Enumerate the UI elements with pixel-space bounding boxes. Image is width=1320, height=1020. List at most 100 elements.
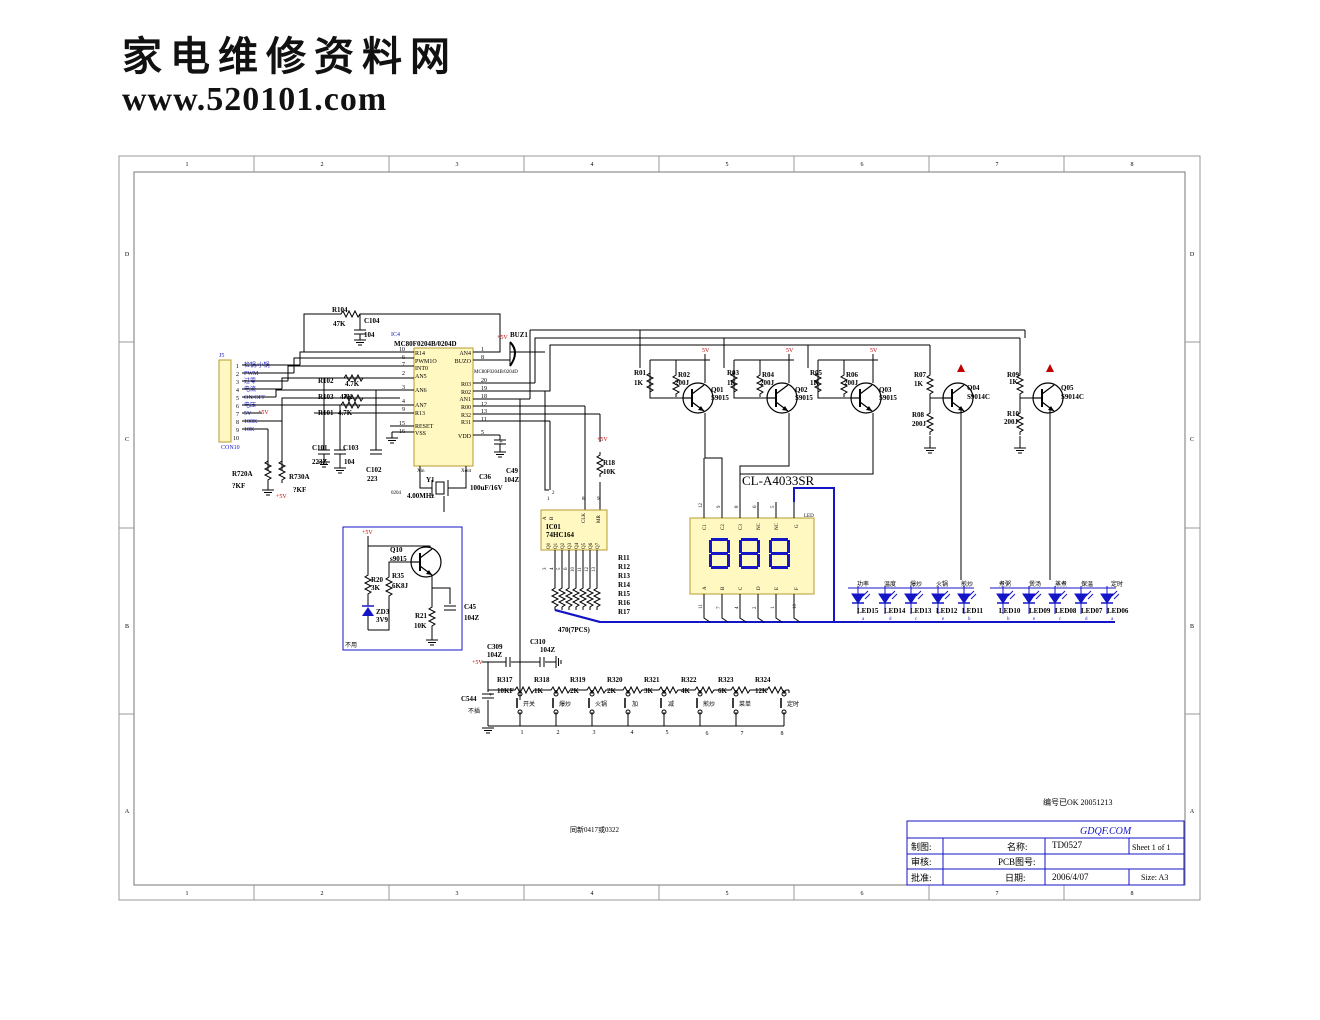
r720a-ref: R720A bbox=[232, 470, 253, 478]
ic01-part: 74HC164 bbox=[546, 531, 575, 539]
r21-ref: R21 bbox=[415, 612, 428, 620]
vcc-label: +5V bbox=[258, 410, 269, 416]
mcu-pin-name: R00 bbox=[461, 405, 471, 411]
r07-val: 1K bbox=[914, 380, 924, 388]
vcc-label: +5V bbox=[497, 335, 508, 341]
r20-ref: R20 bbox=[371, 576, 384, 584]
drawn-label: 制图: bbox=[911, 841, 932, 852]
key-res-val: 10KF bbox=[497, 687, 514, 695]
key-res-val: 4K bbox=[681, 687, 691, 695]
vcc-label: +5V bbox=[362, 530, 373, 536]
c36-ref: C36 bbox=[479, 473, 492, 481]
r103-ref: R103 bbox=[318, 393, 334, 401]
col-label: 6 bbox=[861, 162, 864, 168]
zd3-val: 3V9 bbox=[376, 616, 389, 624]
r10-val: 200J bbox=[1004, 418, 1019, 426]
mcu-pin-num: 19 bbox=[481, 386, 487, 392]
mcu-pin-name: INT0 bbox=[415, 366, 428, 372]
c49-ref: C49 bbox=[506, 467, 519, 475]
r04-ref: R04 bbox=[762, 371, 775, 379]
q03-ref: Q03 bbox=[879, 386, 892, 394]
approve-label: 批准: bbox=[911, 872, 932, 883]
c101-val: 223Z bbox=[312, 458, 328, 466]
r10-ref: R10 bbox=[1007, 410, 1020, 418]
ic01-out-num: 12 bbox=[585, 567, 590, 573]
ic01-out-num: 3 bbox=[543, 567, 548, 570]
mcu-pin-num: 2 bbox=[402, 371, 405, 377]
resistor-array: R11 R12 R13 R14 R15 R16 R17 470(7PCS) bbox=[551, 550, 631, 634]
zd3-ref: ZD3 bbox=[376, 608, 390, 616]
vcc-label: +5V bbox=[597, 437, 608, 443]
key-res-ref: R321 bbox=[644, 676, 660, 684]
q04-ref: Q04 bbox=[967, 384, 980, 392]
header-logo: 家电维修资料网 www.520101.com bbox=[122, 34, 458, 120]
res-array-ref: R14 bbox=[618, 581, 631, 589]
r21-val: 10K bbox=[414, 622, 427, 630]
review-label: 审核: bbox=[911, 856, 932, 867]
mcu-pin-num: 18 bbox=[481, 394, 487, 400]
digit-drivers: 5V 5V 5V R01 1K R02 200J Q01 S9015 R03 1… bbox=[509, 329, 1084, 580]
led-ref: LED12 bbox=[936, 607, 958, 615]
mcu-xin: Xin bbox=[417, 469, 425, 474]
key-input-network: +5V C309 bbox=[461, 638, 799, 737]
r01-val: 1K bbox=[634, 379, 644, 387]
c102-ref: C102 bbox=[366, 466, 382, 474]
checked-note: 编号已OK 20051213 bbox=[1043, 797, 1113, 807]
connector-label: PWM bbox=[244, 371, 259, 377]
y1-ref: Y1 bbox=[426, 476, 435, 484]
c310-val: 104Z bbox=[540, 646, 556, 654]
key-num: 2 bbox=[557, 730, 560, 736]
col-label: 5 bbox=[726, 162, 729, 168]
q02-ref: Q02 bbox=[795, 386, 808, 394]
c310-ref: C310 bbox=[530, 638, 546, 646]
connector-pin: 5 bbox=[236, 396, 239, 402]
connector-pin: 2 bbox=[236, 372, 239, 378]
mcu-pin-num: 8 bbox=[481, 355, 484, 361]
revision-note: 同新0417或0322 bbox=[570, 825, 619, 834]
c45-ref: C45 bbox=[464, 603, 477, 611]
mcu-pin-num: 1 bbox=[481, 347, 484, 353]
mcu-pin-name: AN4 bbox=[459, 351, 471, 357]
ic01-pin: A bbox=[543, 516, 548, 520]
mcu-pin-num: 7 bbox=[402, 362, 405, 368]
led-ref: LED08 bbox=[1055, 607, 1077, 615]
led-ref: LED15 bbox=[857, 607, 879, 615]
col-label: 1 bbox=[186, 891, 189, 897]
r35-val: 6K8J bbox=[392, 582, 408, 590]
connector-label: ON/OFF bbox=[244, 395, 266, 401]
mcu-pin-num: 10 bbox=[399, 347, 405, 353]
r03-val: 1K bbox=[727, 379, 737, 387]
key-res-ref: R319 bbox=[570, 676, 586, 684]
key-num: 1 bbox=[521, 730, 524, 736]
connector-label: 100K bbox=[244, 419, 258, 425]
ic01-out: Q6 bbox=[589, 542, 594, 549]
ic01-ref: IC01 bbox=[546, 523, 561, 531]
digit-2 bbox=[739, 538, 760, 569]
connector-con10: J5 CON10 1 2 3 4 5 6 7 8 9 10 检锅/小锅 PWM … bbox=[218, 353, 300, 451]
mcu-pin-num: 13 bbox=[481, 409, 487, 415]
q10-ref: Q10 bbox=[390, 546, 403, 554]
led-label: 保温 bbox=[1081, 580, 1093, 588]
connector-pin: 1 bbox=[236, 364, 239, 370]
connector-pin: 9 bbox=[236, 428, 239, 434]
mcu-pin-name: BUZO bbox=[455, 359, 472, 365]
col-label: 8 bbox=[1131, 162, 1134, 168]
mcu-pin-num: 3 bbox=[402, 385, 405, 391]
mcu-pin-name: R32 bbox=[461, 413, 471, 419]
key-res-val: 12K bbox=[755, 687, 768, 695]
name-label: 名称: bbox=[1007, 841, 1028, 852]
crystal-y1: Y1 4.00MHz 0204 bbox=[391, 466, 467, 512]
mcu-pin-name: R03 bbox=[461, 382, 471, 388]
unused-q10-block: 不用 +5V Q10 s9015 R20 3K R35 6K8J ZD3 3V9… bbox=[342, 526, 480, 651]
display-pin: C1 bbox=[703, 524, 708, 530]
r02-ref: R02 bbox=[678, 371, 691, 379]
led-ref: LED14 bbox=[884, 607, 906, 615]
ic01-pin-num: 9 bbox=[597, 497, 600, 502]
key-res-ref: R322 bbox=[681, 676, 697, 684]
size-label: Size: A3 bbox=[1141, 873, 1168, 882]
mcu-part-inner: MC80F0204B/0204D bbox=[474, 370, 518, 375]
key-num: 4 bbox=[631, 730, 634, 736]
key-res-val: 1K bbox=[534, 687, 544, 695]
r101-val: 4.7K bbox=[338, 409, 353, 417]
mcu-pin-name: VDD bbox=[458, 434, 472, 440]
